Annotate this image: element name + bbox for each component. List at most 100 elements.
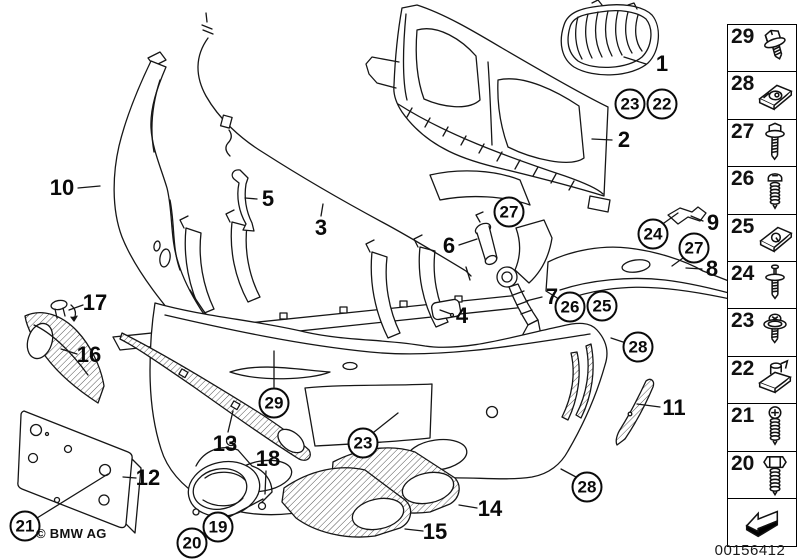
part-17-clip xyxy=(50,299,78,322)
fastener-number: 20 xyxy=(731,451,755,475)
leader-9-8 xyxy=(690,215,704,222)
part-5-bracket xyxy=(231,169,255,232)
direction-arrow-cell xyxy=(727,498,797,548)
callout-4-3: 4 xyxy=(455,303,469,328)
pan-head-screw-long-icon xyxy=(768,406,782,446)
callout-28-29: 28 xyxy=(622,331,654,363)
fastener-cell-22: 22 xyxy=(727,355,797,405)
direction-arrow-icon xyxy=(745,510,779,538)
leader-16-15 xyxy=(60,348,78,355)
leader-4-3 xyxy=(439,309,452,315)
leader-3-2 xyxy=(320,203,324,217)
callout-21-20: 21 xyxy=(9,510,41,542)
part-2-front-panel xyxy=(365,4,611,213)
part-13-lower-grille xyxy=(119,332,311,461)
part-9-bracket xyxy=(667,206,707,225)
washer-screw-icon xyxy=(763,313,787,344)
callout-14-13: 14 xyxy=(477,496,503,521)
fastener-number: 28 xyxy=(731,72,755,96)
callout-11-10: 11 xyxy=(662,395,686,420)
callout-13-12: 13 xyxy=(212,431,238,456)
leader-21-20 xyxy=(36,473,109,519)
fastener-cell-23: 23 xyxy=(727,308,797,358)
leader-7-6 xyxy=(525,296,543,302)
leader-13-12 xyxy=(227,410,234,433)
leader-27-28 xyxy=(671,257,684,267)
fastener-number: 22 xyxy=(731,356,755,380)
expanding-rivet-icon xyxy=(765,264,785,300)
leader-10-9 xyxy=(77,185,101,189)
callout-19-18: 19 xyxy=(202,511,234,543)
callout-27-28: 27 xyxy=(678,232,710,264)
part-8-duct xyxy=(545,246,753,304)
leader-14-13 xyxy=(458,504,478,509)
callout-23-22: 23 xyxy=(614,88,646,120)
callout-10-9: 10 xyxy=(49,175,75,200)
fastener-cell-29: 29 xyxy=(727,24,797,73)
leader-17-16 xyxy=(68,304,84,311)
leader-19-18 xyxy=(228,498,264,518)
fastener-cell-25: 25 xyxy=(727,213,797,263)
part-3-hose xyxy=(197,12,472,281)
leader-24-24 xyxy=(663,212,679,224)
part-4-cap xyxy=(430,298,462,321)
bumper-cover xyxy=(149,302,608,516)
callout-2-1: 2 xyxy=(617,127,631,152)
callout-25-25: 25 xyxy=(586,290,618,322)
speed-nut-clip-icon xyxy=(758,85,793,111)
fastener-number: 27 xyxy=(731,119,755,143)
leader-28-29 xyxy=(610,337,624,343)
callout-3-2: 3 xyxy=(314,215,328,240)
part-6-jet xyxy=(474,211,498,266)
body-nut-clip-icon xyxy=(759,226,793,252)
fastener-cell-21: 21 xyxy=(727,403,797,453)
leader-5-4 xyxy=(244,197,258,200)
part-11-side-blade xyxy=(615,378,655,446)
leader-1-0 xyxy=(623,56,647,65)
leader-2-1 xyxy=(591,138,613,141)
callout-24-24: 24 xyxy=(637,218,669,250)
fastener-number: 26 xyxy=(731,167,755,191)
document-number: 00156412 xyxy=(714,542,786,559)
hex-flange-screw-short-icon xyxy=(760,26,791,63)
clamp-nut-icon xyxy=(758,359,792,394)
fastener-number: 23 xyxy=(731,309,755,333)
fastener-cell-28: 28 xyxy=(727,71,797,121)
fastener-cell-20: 20 xyxy=(727,450,797,500)
leader-12-11 xyxy=(122,476,137,479)
part-16-corner-trim xyxy=(24,312,105,404)
fastener-cell-24: 24 xyxy=(727,261,797,311)
part-1-grille xyxy=(560,0,659,76)
callout-12-11: 12 xyxy=(135,465,161,490)
fastener-number: 29 xyxy=(731,25,755,48)
leader-28-30 xyxy=(560,468,577,478)
pan-head-screw-icon xyxy=(767,173,783,210)
leader-lines xyxy=(36,56,704,532)
callout-6-5: 6 xyxy=(442,233,456,258)
callout-27-27: 27 xyxy=(493,196,525,228)
callout-28-30: 28 xyxy=(571,471,603,503)
callout-22-21: 22 xyxy=(646,88,678,120)
copyright-text: © BMW AG xyxy=(36,526,107,541)
leader-11-10 xyxy=(636,403,661,408)
callout-23-23: 23 xyxy=(347,427,379,459)
callout-26-26: 26 xyxy=(554,291,586,323)
leader-15-14 xyxy=(404,528,424,532)
leader-8-7 xyxy=(685,267,703,270)
callout-17-16: 17 xyxy=(82,290,108,315)
callout-15-14: 15 xyxy=(422,519,448,544)
callout-29-31: 29 xyxy=(258,387,290,419)
fastener-cell-26: 26 xyxy=(727,166,797,216)
callout-18-17: 18 xyxy=(255,446,281,471)
hex-bolt-icon xyxy=(763,455,787,496)
fastener-number: 25 xyxy=(731,214,755,238)
part-18-fog-lamp xyxy=(187,435,273,518)
callout-8-7: 8 xyxy=(705,256,719,281)
callout-5-4: 5 xyxy=(261,186,275,211)
fastener-number: 24 xyxy=(731,262,755,286)
leader-18-17 xyxy=(264,470,267,495)
callout-20-19: 20 xyxy=(176,527,208,559)
leader-23-23 xyxy=(373,412,399,433)
